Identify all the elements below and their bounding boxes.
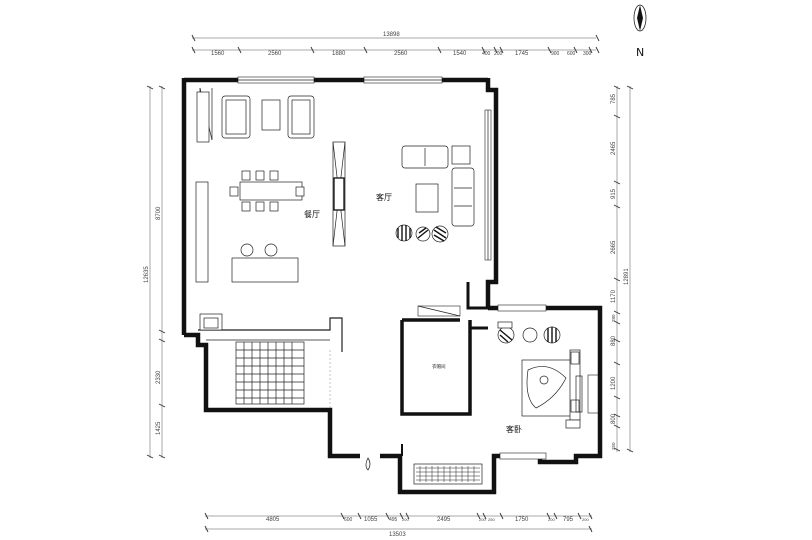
exterior-walls: [181, 77, 603, 495]
top-dim-8: 1745: [515, 51, 529, 57]
guest-bedroom-furniture: [497, 321, 583, 429]
right-dim-9: 800: [611, 413, 617, 424]
left-dimension-chain: 12635 8700 2330 1425: [144, 85, 166, 459]
staircase: [235, 341, 331, 410]
closet-label: 衣帽间: [432, 363, 446, 370]
guest-bedroom-label: 客卧: [506, 424, 522, 434]
left-total-dim: 12635: [144, 266, 150, 283]
bottom-dim-1: 4805: [266, 517, 280, 523]
top-dim-3: 1880: [332, 51, 346, 57]
right-dim-5: 1170: [611, 289, 617, 303]
bottom-dim-9: 1750: [515, 517, 529, 523]
right-dim-6: 280: [611, 314, 616, 322]
windows: [199, 76, 547, 460]
interior-walls: [195, 91, 488, 416]
right-dim-3: 915: [611, 188, 617, 199]
top-dim-4: 2560: [394, 51, 408, 57]
bottom-dim-7: 200: [479, 517, 486, 522]
dining-room-label: 餐厅: [304, 210, 320, 219]
left-dim-1: 8700: [156, 206, 162, 220]
left-dim-2: 2330: [156, 370, 162, 384]
living-furniture: [395, 145, 475, 243]
left-dim-3: 1425: [156, 421, 162, 435]
bottom-dim-5: 200: [402, 517, 409, 522]
dining-furniture: [199, 95, 315, 331]
top-dim-10: 600: [567, 51, 576, 57]
top-dim-11: 300: [583, 51, 592, 57]
bay-window-seat: [365, 444, 483, 485]
right-total-dim: 12891: [624, 268, 630, 285]
right-dim-10: 250: [611, 442, 616, 450]
north-arrow-icon: N: [633, 4, 647, 59]
right-dim-7: 880: [611, 335, 617, 346]
top-dim-2: 2560: [268, 51, 282, 57]
bottom-dim-8: 250: [488, 517, 495, 522]
right-dim-8: 1200: [611, 376, 617, 390]
bottom-dim-12: 200: [582, 517, 589, 522]
bottom-dim-3: 1055: [364, 517, 378, 523]
top-dim-9: 900: [551, 51, 560, 57]
bottom-dim-4: 495: [389, 517, 398, 523]
right-dim-4: 2665: [611, 240, 617, 254]
top-dim-1: 1560: [211, 51, 225, 57]
right-dimension-chain: 785 2465 915 2665 1170 280 880 1200 800 …: [611, 85, 634, 453]
bottom-dim-11: 795: [563, 517, 574, 523]
top-dimension-chain: 13898 1560 2560 1880 2560 1540 400 200 1…: [191, 32, 600, 57]
right-dim-1: 785: [611, 93, 617, 104]
bottom-dimension-chain: 4805 600 1055 495 200 2495 200 250 1750 …: [204, 512, 593, 538]
north-label: N: [636, 46, 644, 59]
living-room-label: 客厅: [376, 192, 392, 202]
top-total-dim: 13898: [383, 32, 400, 38]
right-dim-2: 2465: [611, 141, 617, 155]
top-dim-7: 200: [494, 51, 503, 57]
top-dim-6: 400: [482, 51, 491, 57]
bottom-dim-6: 2495: [437, 517, 451, 523]
bottom-dim-2: 600: [344, 517, 353, 523]
top-dim-5: 1540: [453, 51, 467, 57]
bottom-dim-10: 200: [548, 517, 555, 522]
bottom-total-dim: 13503: [389, 532, 406, 538]
